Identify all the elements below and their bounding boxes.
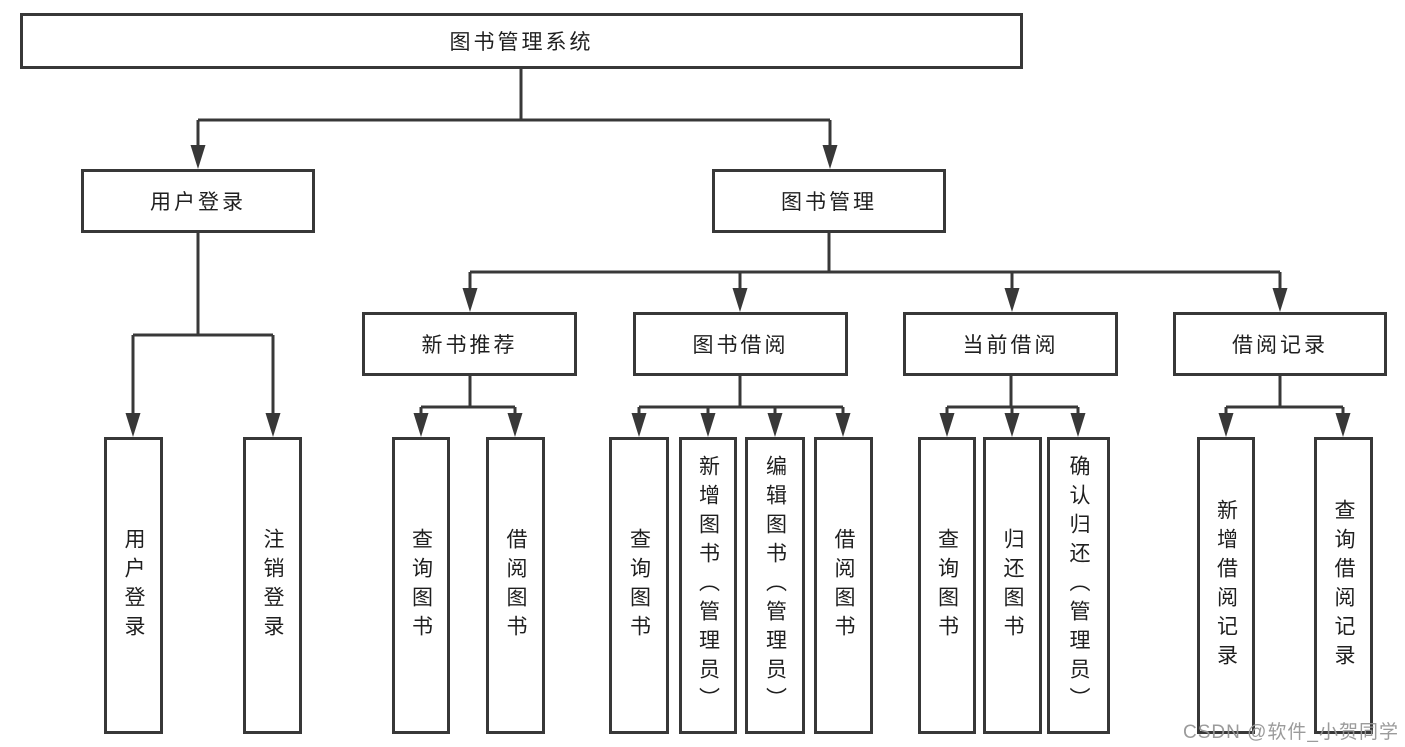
leaf-add-books-admin: 新增图书（管理员） bbox=[679, 437, 737, 734]
node-new-book-recommend: 新书推荐 bbox=[362, 312, 577, 376]
node-user-login: 用户登录 bbox=[81, 169, 315, 233]
leaf-confirm-return-admin: 确认归还（管理员） bbox=[1047, 437, 1110, 734]
leaf-query-borrow-record: 查询借阅记录 bbox=[1314, 437, 1373, 734]
node-book-management: 图书管理 bbox=[712, 169, 946, 233]
leaf-edit-books-admin: 编辑图书（管理员） bbox=[745, 437, 805, 734]
leaf-recommend-borrow-books: 借阅图书 bbox=[486, 437, 545, 734]
node-user-login-label: 用户登录 bbox=[150, 191, 246, 214]
csdn-watermark: CSDN @软件_小贺同学 bbox=[1183, 722, 1399, 743]
leaf-recommend-query-books-label: 查询图书 bbox=[409, 527, 433, 644]
leaf-logout: 注销登录 bbox=[243, 437, 302, 734]
leaf-current-query-books-label: 查询图书 bbox=[935, 527, 959, 644]
node-borrow-records-label: 借阅记录 bbox=[1232, 334, 1328, 357]
leaf-confirm-return-admin-label: 确认归还（管理员） bbox=[1067, 455, 1090, 716]
leaf-recommend-query-books: 查询图书 bbox=[392, 437, 450, 734]
leaf-user-login-label: 用户登录 bbox=[122, 527, 145, 644]
node-current-borrow-label: 当前借阅 bbox=[962, 334, 1059, 357]
leaf-borrow-query-books-label: 查询图书 bbox=[627, 527, 651, 644]
leaf-query-borrow-record-label: 查询借阅记录 bbox=[1332, 498, 1355, 673]
node-current-borrow: 当前借阅 bbox=[903, 312, 1118, 376]
leaf-return-books-label: 归还图书 bbox=[1001, 527, 1024, 644]
leaf-add-borrow-record: 新增借阅记录 bbox=[1197, 437, 1255, 734]
leaf-current-query-books: 查询图书 bbox=[918, 437, 976, 734]
leaf-add-books-admin-label: 新增图书（管理员） bbox=[696, 455, 720, 716]
node-borrow-records: 借阅记录 bbox=[1173, 312, 1387, 376]
node-root-system: 图书管理系统 bbox=[20, 13, 1023, 69]
leaf-user-login: 用户登录 bbox=[104, 437, 163, 734]
node-book-borrow: 图书借阅 bbox=[633, 312, 848, 376]
node-new-book-recommend-label: 新书推荐 bbox=[421, 334, 518, 357]
leaf-add-borrow-record-label: 新增借阅记录 bbox=[1214, 498, 1238, 673]
leaf-logout-label: 注销登录 bbox=[261, 527, 284, 644]
node-root-label: 图书管理系统 bbox=[449, 31, 594, 54]
leaf-borrow-books: 借阅图书 bbox=[814, 437, 873, 734]
leaf-recommend-borrow-books-label: 借阅图书 bbox=[504, 527, 527, 644]
leaf-borrow-books-label: 借阅图书 bbox=[832, 527, 855, 644]
node-book-management-label: 图书管理 bbox=[781, 191, 877, 214]
leaf-edit-books-admin-label: 编辑图书（管理员） bbox=[763, 455, 787, 716]
leaf-borrow-query-books: 查询图书 bbox=[609, 437, 669, 734]
leaf-return-books: 归还图书 bbox=[983, 437, 1042, 734]
node-book-borrow-label: 图书借阅 bbox=[692, 334, 789, 357]
